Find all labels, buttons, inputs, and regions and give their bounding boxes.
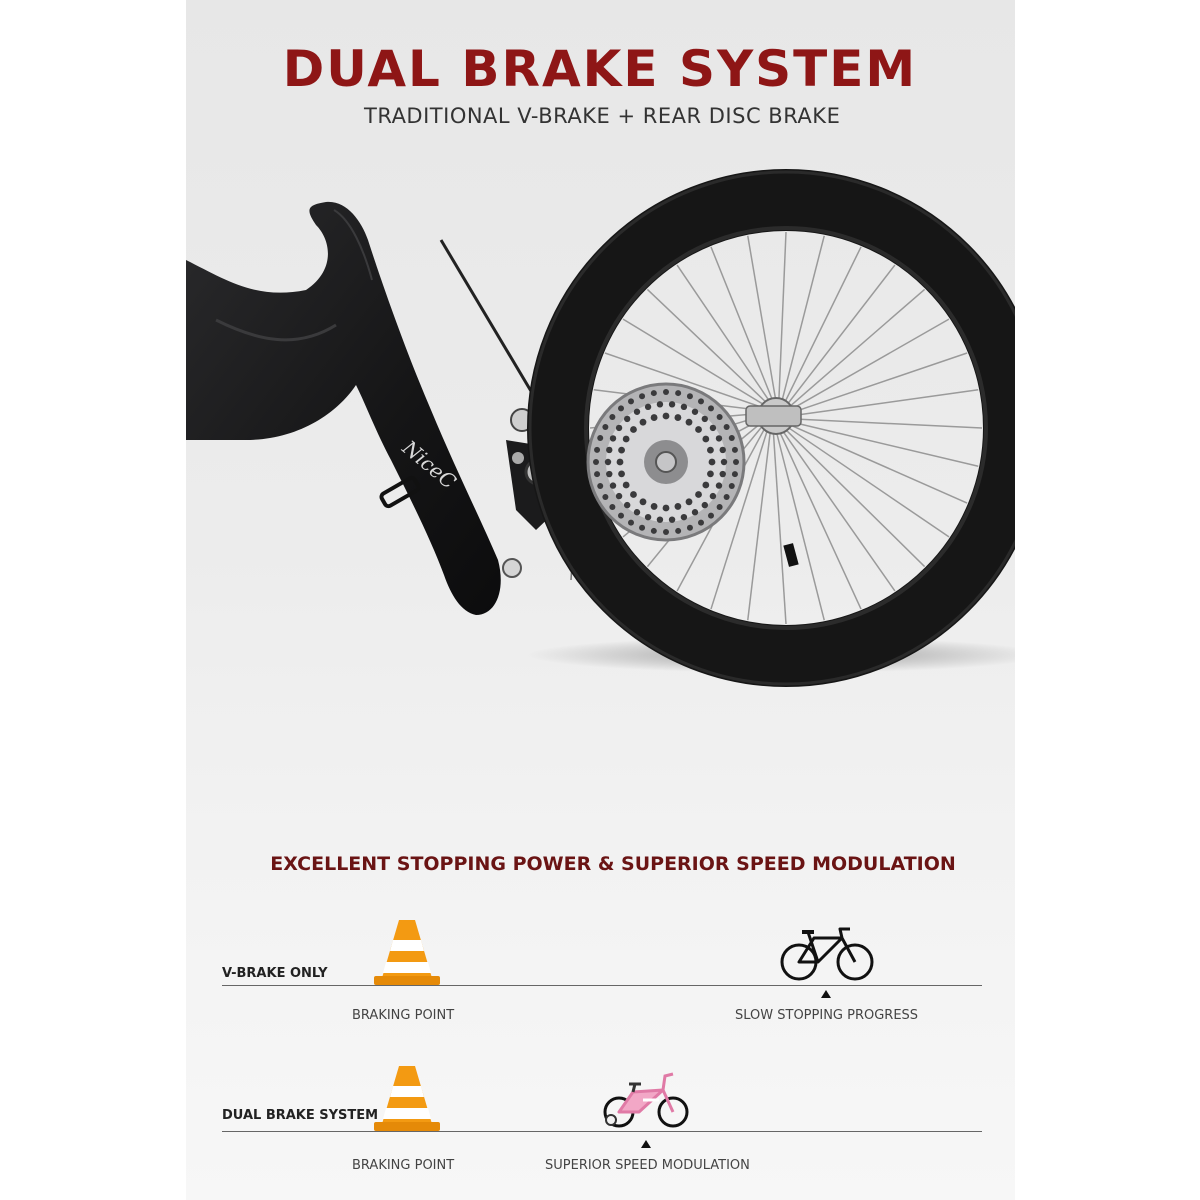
caption-superior-modulation: SUPERIOR SPEED MODULATION bbox=[545, 1158, 750, 1173]
traffic-cone-icon bbox=[374, 1066, 440, 1131]
caption-slow-stopping: SLOW STOPPING PROGRESS bbox=[735, 1008, 919, 1023]
bicycle-outline-icon bbox=[780, 927, 874, 981]
bike-frame: NiceC bbox=[186, 201, 501, 615]
comparison-headline: EXCELLENT STOPPING POWER & SUPERIOR SPEE… bbox=[270, 853, 956, 875]
stop-marker-dual-brake bbox=[641, 1140, 651, 1148]
progress-line-dual-brake bbox=[222, 1131, 982, 1132]
traffic-cone-icon bbox=[374, 920, 440, 985]
stop-marker-vbrake bbox=[821, 990, 831, 998]
caption-braking-point-1: BRAKING POINT bbox=[352, 1008, 455, 1023]
caption-braking-point-2: BRAKING POINT bbox=[352, 1158, 455, 1173]
progress-line-vbrake bbox=[222, 985, 982, 986]
rear-tyre bbox=[527, 169, 1015, 687]
page-subtitle: TRADITIONAL V-BRAKE + REAR DISC BRAKE bbox=[364, 104, 841, 128]
rear-wheel-brake-illustration: NiceC bbox=[186, 169, 1015, 687]
kids-bike-icon bbox=[603, 1072, 689, 1128]
row-label-dual-brake: DUAL BRAKE SYSTEM bbox=[222, 1108, 379, 1123]
row-label-vbrake: V-BRAKE ONLY bbox=[222, 966, 328, 981]
page-title: DUAL BRAKE SYSTEM bbox=[282, 40, 918, 98]
disc-rotor bbox=[586, 382, 746, 542]
